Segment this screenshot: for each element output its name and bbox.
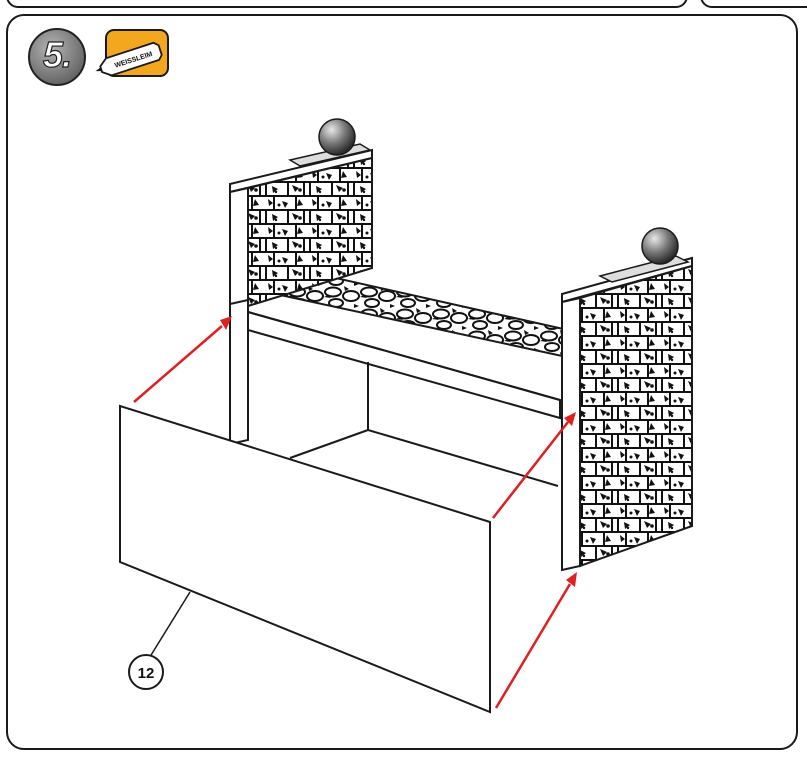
glue-bottle-icon: WEISSLEIM (95, 29, 169, 77)
assembly-arrow (494, 572, 577, 709)
assembly-arrows (133, 316, 577, 709)
left-pillar-ball (318, 118, 356, 156)
step-number: 5. (42, 33, 72, 75)
part-leader-line (147, 591, 191, 661)
assembly-arrow (492, 412, 576, 519)
left-pillar (229, 143, 373, 446)
right-pillar (561, 255, 693, 572)
front-panel-part (119, 404, 491, 714)
step-number-badge (28, 28, 86, 86)
part-number-label: 12 (138, 665, 155, 682)
right-pillar-ball (641, 227, 679, 265)
assembly-arrow (133, 316, 232, 403)
part-number-circle (128, 654, 164, 690)
